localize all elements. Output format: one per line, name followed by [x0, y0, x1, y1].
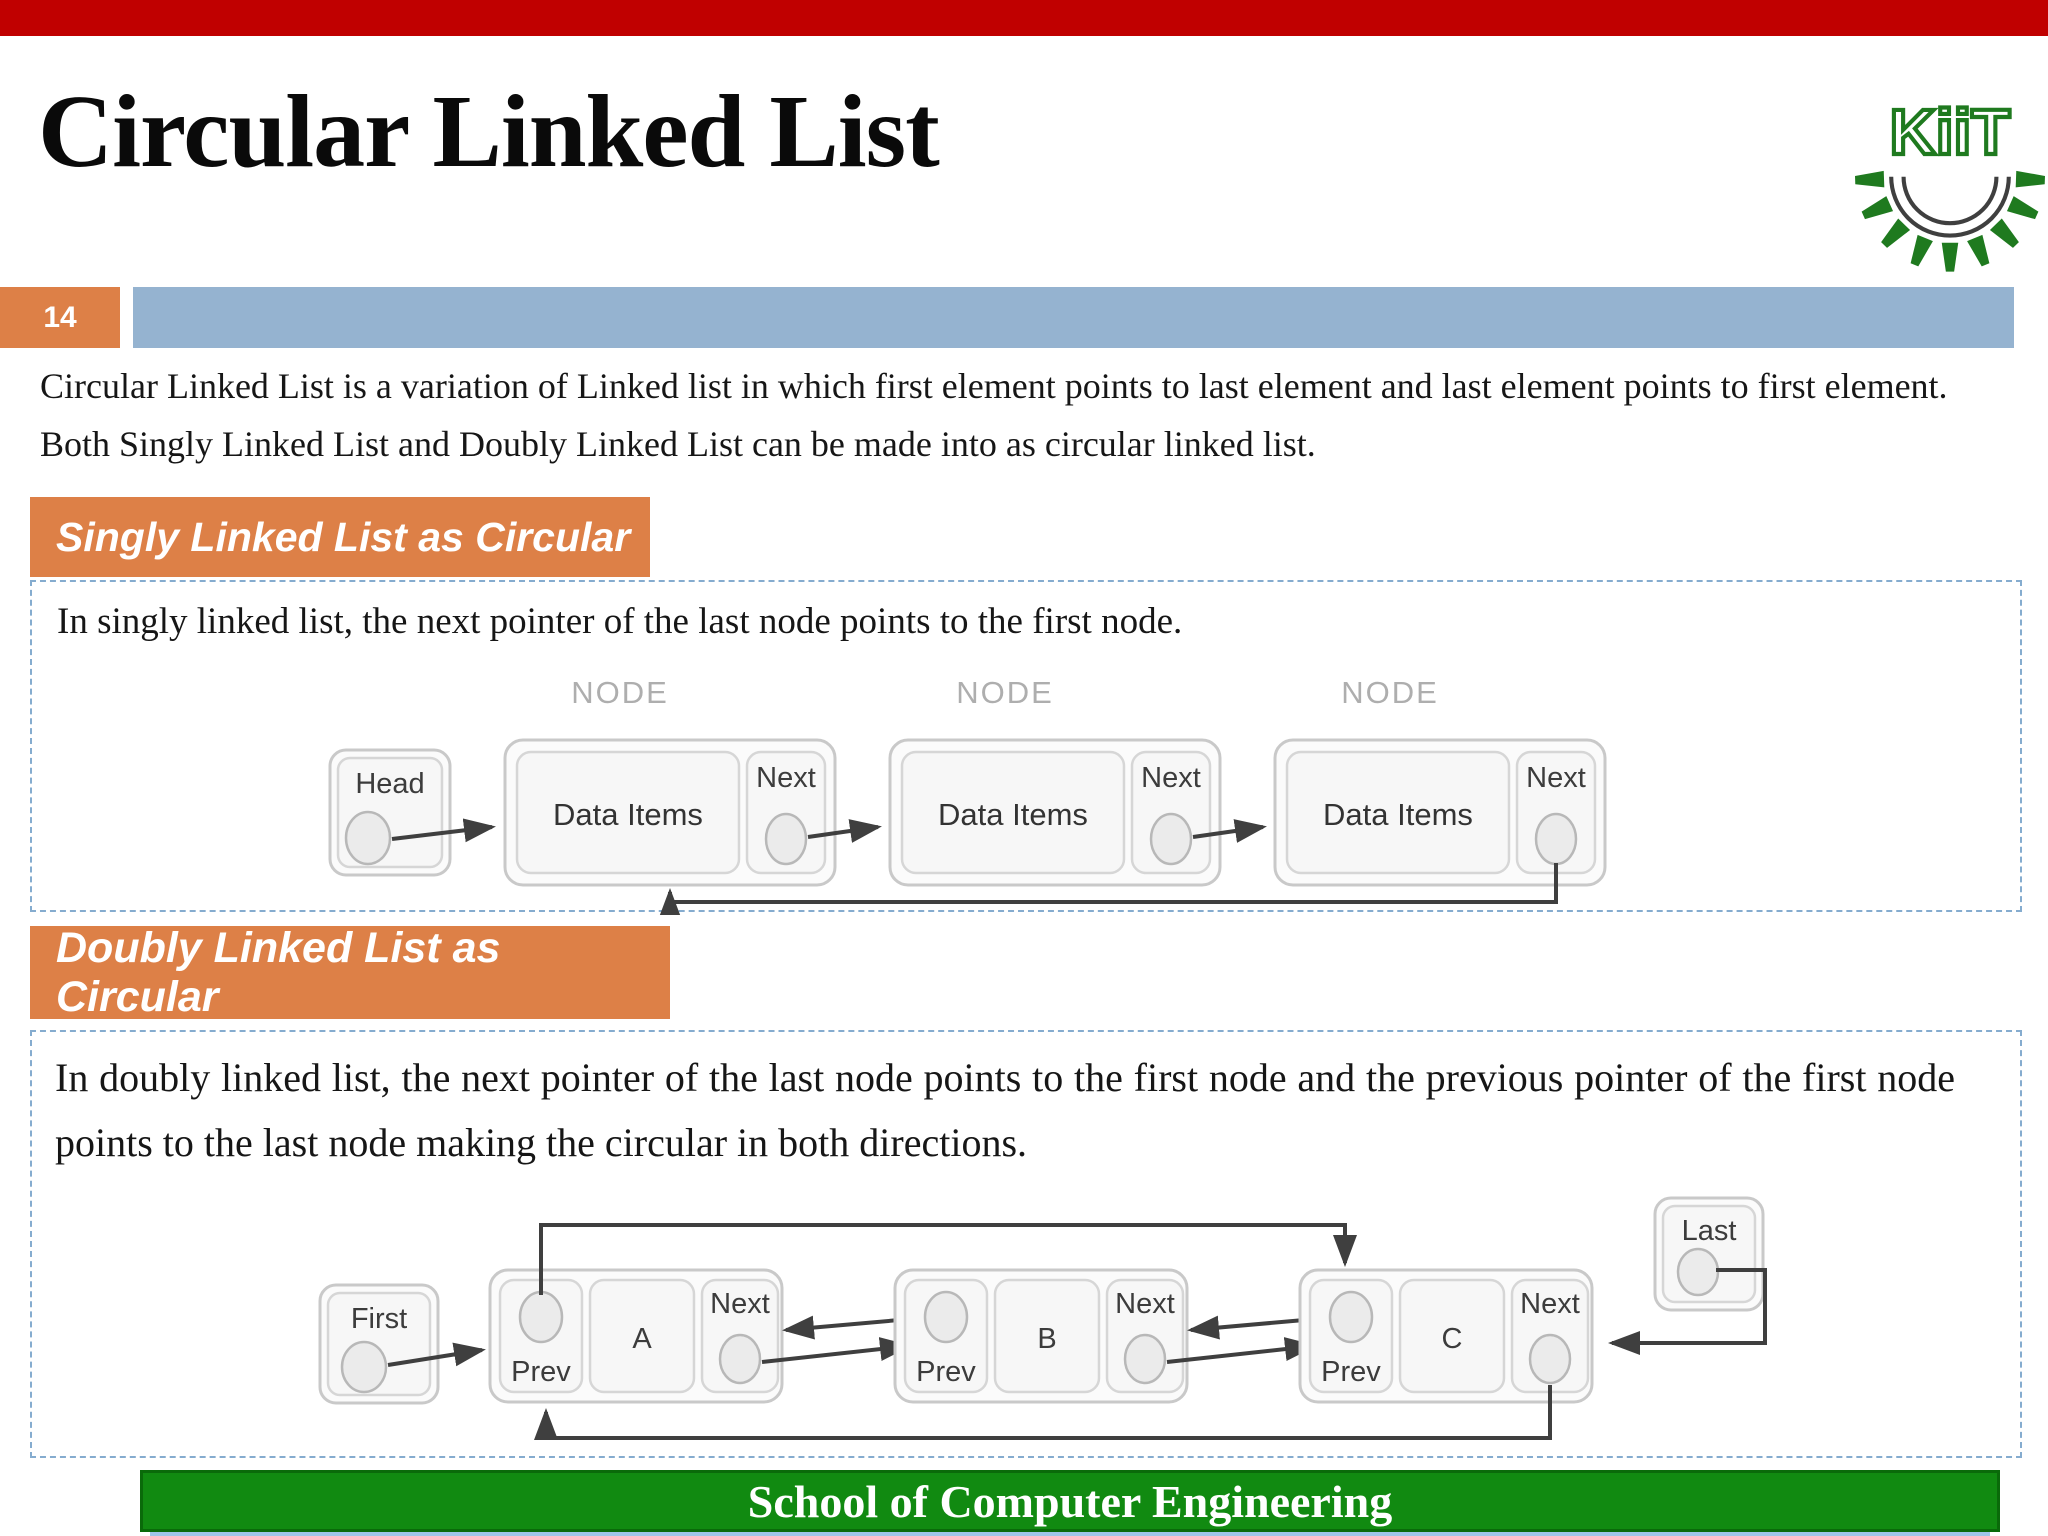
node-letter-c: C	[1442, 1323, 1463, 1355]
arrow-last-to-first	[658, 863, 1558, 915]
next-label-b: Next	[1115, 1288, 1175, 1320]
node-caption-3: NODE	[1341, 675, 1439, 710]
header-blue-bar	[133, 287, 2014, 348]
doubly-node-a: Prev A Next	[488, 1268, 784, 1404]
singly-description: In singly linked list, the next pointer …	[57, 601, 1183, 642]
slide-number-badge: 14	[0, 287, 120, 348]
section-badge-singly-label: Singly Linked List as Circular	[56, 513, 631, 560]
header-band: 14	[0, 287, 2048, 348]
prev-label-a: Prev	[511, 1356, 571, 1388]
prev-pointer-c	[1328, 1290, 1374, 1344]
node-letter-a: A	[632, 1323, 652, 1355]
footer-blue-strip	[150, 1532, 1990, 1536]
prev-pointer-b	[923, 1290, 969, 1344]
prev-pointer-a	[518, 1290, 564, 1344]
arrow-node2-to-node3	[1192, 819, 1267, 843]
next-pointer-2	[1149, 812, 1193, 866]
arrow-head-to-node1	[391, 818, 496, 843]
arrow-last-to-c	[1608, 1268, 1767, 1355]
next-label-3: Next	[1526, 762, 1586, 794]
last-pointer-ellipse	[1676, 1247, 1720, 1297]
last-label: Last	[1682, 1215, 1737, 1247]
data-items-label-3: Data Items	[1323, 797, 1473, 832]
next-label-2: Next	[1141, 762, 1201, 794]
singly-linked-list-diagram: NODE NODE NODE Head Data Items Next Data…	[328, 675, 1607, 915]
singly-node-2: Data Items Next	[888, 738, 1222, 887]
next-label-a: Next	[710, 1288, 770, 1320]
arrow-b-next-to-c	[1166, 1337, 1317, 1364]
first-pointer-ellipse	[340, 1340, 388, 1394]
node-caption-1: NODE	[571, 675, 669, 710]
prev-label-b: Prev	[916, 1356, 976, 1388]
section-badge-doubly: Doubly Linked List as Circular	[30, 923, 670, 1021]
intro-paragraph: Circular Linked List is a variation of L…	[40, 366, 1948, 464]
section-badge-doubly-label: Doubly Linked List as Circular	[56, 923, 501, 1021]
arrow-a-prev-to-c-top-loop	[539, 1223, 1357, 1295]
next-pointer-b	[1123, 1333, 1167, 1385]
node-letter-b: B	[1037, 1323, 1056, 1355]
footer-bar: School of Computer Engineering	[140, 1470, 2000, 1532]
arrow-node1-to-node2	[807, 819, 882, 843]
singly-node-1: Data Items Next	[503, 738, 837, 887]
doubly-node-c: Prev C Next	[1298, 1268, 1594, 1404]
node-caption-2: NODE	[956, 675, 1054, 710]
section-badge-singly: Singly Linked List as Circular	[30, 497, 650, 577]
first-pointer-box: First	[318, 1283, 440, 1405]
head-pointer-ellipse	[344, 810, 392, 866]
logo-inner-arc	[1901, 176, 1999, 226]
next-pointer-1	[764, 812, 808, 866]
last-pointer-box: Last	[1653, 1196, 1765, 1312]
kiit-logo: KiiT	[1855, 94, 2045, 272]
arrow-first-to-a	[387, 1342, 486, 1367]
next-label-1: Next	[756, 762, 816, 794]
doubly-linked-list-diagram: First Prev A Next Prev B Next	[318, 1196, 1767, 1440]
next-pointer-3	[1534, 812, 1578, 866]
prev-label-c: Prev	[1321, 1356, 1381, 1388]
next-pointer-c	[1528, 1333, 1572, 1385]
logo-gear-rays	[1855, 170, 2045, 272]
kiit-logo-text: KiiT	[1890, 96, 2011, 168]
next-pointer-a	[718, 1333, 762, 1385]
slide-number: 14	[43, 300, 77, 334]
arrow-a-next-to-b	[761, 1337, 912, 1364]
doubly-description: In doubly linked list, the next pointer …	[55, 1055, 1955, 1165]
logo-outer-arc	[1889, 176, 2011, 238]
doubly-node-b: Prev B Next	[893, 1268, 1189, 1404]
page-title: Circular Linked List	[38, 74, 940, 189]
head-label: Head	[355, 768, 424, 800]
arrow-c-next-to-a-bottom-loop	[534, 1385, 1552, 1440]
first-label: First	[351, 1303, 407, 1335]
top-red-bar	[0, 0, 2048, 36]
footer-text: School of Computer Engineering	[747, 1475, 1393, 1527]
data-items-label-2: Data Items	[938, 797, 1088, 832]
next-label-c: Next	[1520, 1288, 1580, 1320]
data-items-label-1: Data Items	[553, 797, 703, 832]
singly-node-3: Data Items Next	[1273, 738, 1607, 887]
